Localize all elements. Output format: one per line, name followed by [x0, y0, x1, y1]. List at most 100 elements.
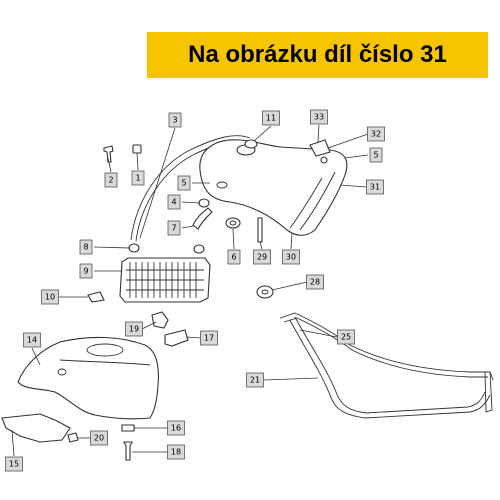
- plate-part-15: [1, 413, 71, 443]
- callout-box: [167, 420, 185, 436]
- callout-number: 4: [171, 198, 176, 207]
- callout-number: 19: [129, 325, 139, 334]
- callout-box: [23, 332, 41, 348]
- callout-box: [104, 172, 118, 188]
- callout-box: [125, 321, 143, 337]
- clamp-part-11: [244, 139, 258, 149]
- callout-28: 28: [306, 274, 324, 290]
- callout-11: 11: [262, 110, 280, 126]
- callout-10: 10: [41, 289, 59, 305]
- callout-labels: 1 2 3 4 5 5 6 7 8 9 10 11 14 15 16 17 18 19 20 21 25 28 29 30 31…: [5, 109, 385, 472]
- callout-number: 16: [171, 424, 181, 433]
- callout-number: 33: [314, 113, 324, 122]
- bracket-part-17: [164, 329, 189, 347]
- callout-number: 21: [250, 376, 260, 385]
- callout-number: 2: [108, 176, 113, 185]
- nut-part-28: [256, 285, 274, 299]
- title-banner: Na obrázku díl číslo 31: [147, 32, 488, 78]
- callout-number: 30: [286, 253, 296, 262]
- grommet-part-6: [225, 217, 241, 229]
- callout-2: 2: [104, 172, 118, 188]
- banner-title: Na obrázku díl číslo 31: [188, 41, 447, 68]
- callout-box: [337, 329, 355, 345]
- screw-part-29: [257, 217, 263, 243]
- callout-box: [366, 179, 384, 195]
- callout-box: [79, 263, 93, 279]
- callout-1: 1: [131, 170, 145, 186]
- callout-box: [177, 175, 191, 191]
- parts-drawing: [1, 135, 494, 461]
- leader-lines: [11, 124, 369, 457]
- fitting-part-10: [87, 291, 105, 303]
- callout-number: 20: [94, 434, 104, 443]
- expansion-tank-part-31: [199, 139, 348, 236]
- callout-box: [90, 430, 108, 446]
- bolt-part-2: [103, 145, 114, 163]
- callout-number: 8: [83, 243, 88, 252]
- callout-box: [306, 274, 324, 290]
- callout-number: 11: [266, 114, 276, 123]
- screw-part-18: [123, 441, 133, 461]
- callout-5: 5: [369, 147, 383, 163]
- callout-box: [282, 249, 300, 265]
- callout-number: 1: [135, 174, 140, 183]
- grommet-part-20: [67, 432, 79, 443]
- callout-box: [367, 126, 385, 142]
- callout-number: 3: [172, 116, 177, 125]
- bracket-part-19: [151, 311, 169, 329]
- callout-box: [167, 220, 181, 236]
- callout-15: 15: [5, 456, 23, 472]
- callout-16: 16: [167, 420, 185, 436]
- callout-box: [79, 239, 93, 255]
- radiator-part-9: [119, 257, 211, 303]
- callout-4: 4: [167, 194, 181, 210]
- callout-number: 18: [171, 448, 181, 457]
- callout-box: [167, 194, 181, 210]
- callout-number: 17: [204, 334, 214, 343]
- cover-part-14: [17, 336, 159, 420]
- callout-box: [168, 112, 182, 128]
- callout-21: 21: [246, 372, 264, 388]
- callout-box: [310, 109, 328, 125]
- callout-box: [5, 456, 23, 472]
- callout-box: [167, 444, 185, 460]
- callout-box: [227, 249, 241, 265]
- callout-box: [200, 330, 218, 346]
- callout-7: 7: [167, 220, 181, 236]
- hose-part-3: [130, 135, 251, 241]
- callout-18: 18: [167, 444, 185, 460]
- cap-part-8b: [193, 244, 205, 254]
- hose-part-7: [192, 207, 213, 230]
- callout-box: [246, 372, 264, 388]
- callout-25: 25: [337, 329, 355, 345]
- callout-3: 3: [168, 112, 182, 128]
- callout-6: 6: [227, 249, 241, 265]
- callout-box: [131, 170, 145, 186]
- cap-part-8a: [128, 243, 140, 253]
- callout-29: 29: [253, 249, 271, 265]
- callout-number: 10: [45, 293, 55, 302]
- callout-number: 15: [9, 460, 19, 469]
- callout-number: 6: [231, 253, 236, 262]
- callout-box: [253, 249, 271, 265]
- callout-number: 9: [83, 267, 88, 276]
- callout-box: [262, 110, 280, 126]
- callout-number: 7: [171, 224, 176, 233]
- callout-32: 32: [367, 126, 385, 142]
- callout-number: 31: [370, 183, 380, 192]
- callout-33: 33: [310, 109, 328, 125]
- callout-9: 9: [79, 263, 93, 279]
- callout-box: [369, 147, 383, 163]
- clamp-part-4: [198, 198, 210, 208]
- callout-31: 31: [366, 179, 384, 195]
- callout-5: 5: [177, 175, 191, 191]
- callout-19: 19: [125, 321, 143, 337]
- callout-30: 30: [282, 249, 300, 265]
- screw-part-16: [121, 424, 135, 432]
- callout-number: 29: [257, 253, 267, 262]
- callout-14: 14: [23, 332, 41, 348]
- callout-number: 25: [341, 333, 351, 342]
- callout-number: 5: [181, 179, 186, 188]
- frame-part-21-25: [279, 312, 494, 419]
